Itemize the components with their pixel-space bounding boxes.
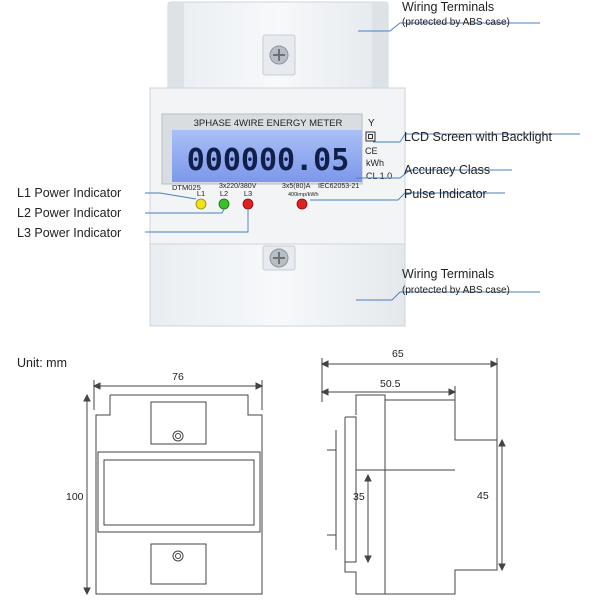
callout-l3: L3 Power Indicator: [17, 226, 121, 240]
callout-wiring-top-title: Wiring Terminals: [402, 0, 494, 14]
kwh-label: kWh: [366, 158, 384, 168]
callout-lines-right: [310, 22, 580, 301]
voltage-label: 3x220/380V: [219, 183, 257, 190]
callout-lcd: LCD Screen with Backlight: [404, 130, 553, 144]
callout-pulse: Pulse Indicator: [404, 187, 487, 201]
double-insulation-icon: [365, 131, 376, 142]
dim-side-right: 45: [477, 490, 489, 502]
meter-illustration: 3PHASE 4WIRE ENERGY METER 000000.05 kWh …: [17, 0, 580, 327]
current-label: 3x5(80)A: [282, 183, 311, 190]
callout-l1: L1 Power Indicator: [17, 186, 121, 200]
pulse-led: [296, 198, 308, 210]
accuracy-label: CL 1.0: [366, 171, 392, 181]
callout-wiring-bottom-title: Wiring Terminals: [402, 267, 494, 281]
phase-symbol-icon: Y: [368, 118, 375, 129]
l2-led: [218, 198, 230, 210]
callout-wiring-top-sub: (protected by ABS case): [402, 17, 510, 28]
unit-label: Unit: mm: [17, 356, 67, 370]
side-view: [320, 358, 506, 595]
dim-height: 100: [66, 491, 84, 503]
ce-mark-icon: CE: [365, 146, 378, 156]
l2-label: L2: [220, 189, 228, 198]
panel-title: 3PHASE 4WIRE ENERGY METER: [194, 118, 343, 129]
bottom-screw: [262, 245, 296, 271]
front-view: [83, 380, 264, 596]
callout-lines-left: [145, 192, 249, 233]
l3-label: L3: [244, 189, 252, 198]
lcd-screen: [172, 130, 362, 182]
top-terminal-shade: [168, 2, 184, 92]
callout-wiring-bottom-sub: (protected by ABS case): [402, 285, 510, 296]
dim-width: 76: [172, 371, 184, 383]
standard-label: IEC62053-21: [318, 183, 359, 190]
meter-body: 3PHASE 4WIRE ENERGY METER 000000.05 kWh …: [149, 1, 406, 327]
l3-led: [242, 198, 254, 210]
callout-l2: L2 Power Indicator: [17, 206, 121, 220]
dim-side-left: 35: [353, 491, 365, 503]
l1-label: L1: [197, 189, 205, 198]
l1-led: [195, 198, 207, 210]
top-screw: [262, 34, 296, 76]
impulse-label: 400imp/kWh: [288, 192, 319, 198]
dim-depth-total: 65: [392, 348, 404, 360]
lcd-reading: 000000.05: [187, 143, 350, 178]
callout-accuracy: Accuracy Class: [404, 163, 490, 177]
model-label: DTM025: [172, 183, 201, 192]
dim-depth-body: 50.5: [380, 378, 401, 390]
dimension-drawing: Unit: mm 76 100: [17, 348, 506, 596]
